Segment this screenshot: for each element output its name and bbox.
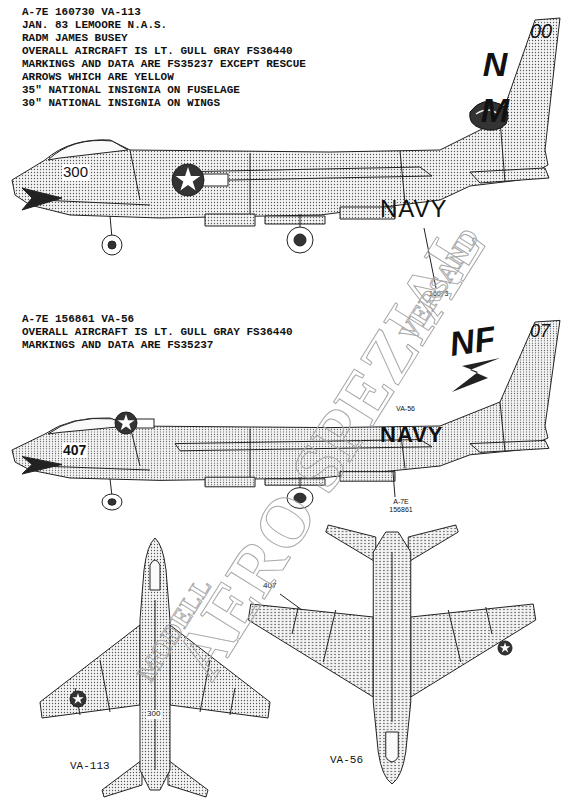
modex-number: 407 [262,582,277,591]
header-note: OVERALL AIRCRAFT IS LT. GULL GRAY FS3644… [22,45,293,57]
header-note: A-7E 160730 VA-113 [22,6,141,18]
watermark: AERO SPEZIAL [160,209,500,690]
modex-number: 00 [530,20,552,42]
navy-marking: NAVY [380,196,448,222]
view-label: VA-56 [330,754,363,766]
watermark: MODELL [132,573,217,686]
header-note: ARROWS WHICH ARE YELLOW [22,71,174,83]
modex-number: 407 [62,443,87,458]
modex-number: 300 [146,710,161,719]
navy-marking: NAVY [380,423,444,447]
modex-number: 300 [62,164,89,181]
header-note: 30" NATIONAL INSIGNIA ON WINGS [22,97,220,109]
header-note: RADM JAMES BUSEY [22,32,128,44]
modex-number: 07 [530,322,550,342]
view-label: VA-113 [70,760,110,772]
callout-number: 16073 [428,290,449,298]
header-note: MARKINGS AND DATA ARE FS35237 [22,339,213,351]
header-note: A-7E 156861 VA-56 [22,313,134,325]
header-note: OVERALL AIRCRAFT IS LT. GULL GRAY FS3644… [22,326,293,338]
header-note: JAN. 83 LEMOORE N.A.S. [22,19,167,31]
header-note: MARKINGS AND DATA ARE FS35237 EXCEPT RES… [22,58,306,70]
callout-number: A-7E 156861 [384,498,418,513]
tail-code: NF [447,320,497,363]
header-note: 35" NATIONAL INSIGNIA ON FUSELAGE [22,84,240,96]
squadron-marking: VA-56 [396,405,415,413]
tail-code: NM [478,42,512,134]
